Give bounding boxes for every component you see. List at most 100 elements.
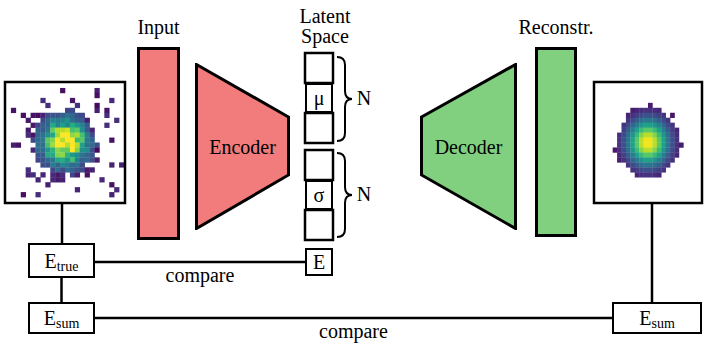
pixel (36, 152, 41, 157)
pixel (617, 157, 622, 162)
pixel (50, 157, 55, 162)
pixel (45, 182, 50, 187)
pixel (80, 118, 85, 123)
pixel (630, 157, 635, 162)
pixel (65, 113, 70, 118)
decoder-block: Decoder (420, 63, 517, 230)
pixel (617, 133, 622, 138)
pixel (675, 138, 680, 143)
pixel (630, 108, 635, 113)
energy-box: Esum (612, 302, 702, 334)
leader-line (651, 204, 654, 302)
pixel (95, 157, 100, 162)
pixel (40, 152, 45, 157)
pixel (622, 147, 627, 152)
pixel (652, 157, 657, 162)
pixel (55, 167, 60, 172)
pixel (635, 123, 640, 128)
pixel (635, 138, 640, 143)
pixel (635, 172, 640, 177)
pixel (622, 157, 627, 162)
pixel (75, 162, 80, 167)
pixel (36, 123, 41, 128)
pixel (36, 177, 41, 182)
pixel (70, 147, 75, 152)
symbol: E (44, 307, 56, 329)
pixel (648, 157, 653, 162)
pixel (639, 133, 644, 138)
pixel (55, 147, 60, 152)
pixel (644, 133, 649, 138)
pixel (626, 143, 631, 148)
pixel (622, 133, 627, 138)
pixel (109, 182, 114, 187)
pixel (644, 113, 649, 118)
pixel (60, 172, 65, 177)
pixel (80, 133, 85, 138)
pixel (65, 138, 70, 143)
pixel (644, 138, 649, 143)
pixel (50, 113, 55, 118)
trapezoid-outline (197, 65, 289, 229)
pixel (622, 123, 627, 128)
pixel (635, 113, 640, 118)
edge-label-wrap: compare (317, 321, 390, 341)
pixel (644, 172, 649, 177)
pixel (65, 108, 70, 113)
pixel (45, 128, 50, 133)
pixel (652, 152, 657, 157)
pixel (40, 138, 45, 143)
pixel (80, 143, 85, 148)
connector-line (95, 261, 305, 264)
pixel (75, 113, 80, 118)
pixel (657, 108, 662, 113)
pixel (75, 172, 80, 177)
pixel (652, 143, 657, 148)
pixel (40, 113, 45, 118)
symbol: E (313, 251, 325, 273)
pixel (65, 123, 70, 128)
energy-box: Etrue (28, 243, 95, 278)
pixel (60, 128, 65, 133)
pixel (661, 167, 666, 172)
edge-label: compare (317, 321, 390, 341)
latent-space-label-wrap: Latent Space (280, 6, 370, 46)
pixel (60, 152, 65, 157)
pixel (70, 143, 75, 148)
edge-label-wrap: compare (164, 265, 237, 285)
pixel (70, 123, 75, 128)
pixel (652, 118, 657, 123)
pixel (55, 138, 60, 143)
pixel (626, 147, 631, 152)
pixel (45, 143, 50, 148)
pixel (652, 123, 657, 128)
pixel (626, 133, 631, 138)
pixel (630, 138, 635, 143)
pixel (75, 167, 80, 172)
pixel (36, 157, 41, 162)
latent-cell (305, 53, 333, 83)
pixel (50, 143, 55, 148)
pixel (639, 138, 644, 143)
pixel (109, 98, 114, 103)
pixel (626, 113, 631, 118)
pixel (657, 133, 662, 138)
pixel (65, 157, 70, 162)
pixel (644, 123, 649, 128)
pixel (70, 128, 75, 133)
block-label: Encoder (209, 136, 276, 158)
brace (337, 153, 352, 237)
pixel (31, 147, 36, 152)
pixel (36, 143, 41, 148)
pixel (635, 128, 640, 133)
brace (337, 57, 352, 141)
pixel (90, 157, 95, 162)
pixel (60, 147, 65, 152)
pixel (648, 103, 653, 108)
pixel (648, 108, 653, 113)
pixel (661, 147, 666, 152)
pixel (670, 113, 675, 118)
pixel (648, 167, 653, 172)
pixel (80, 157, 85, 162)
